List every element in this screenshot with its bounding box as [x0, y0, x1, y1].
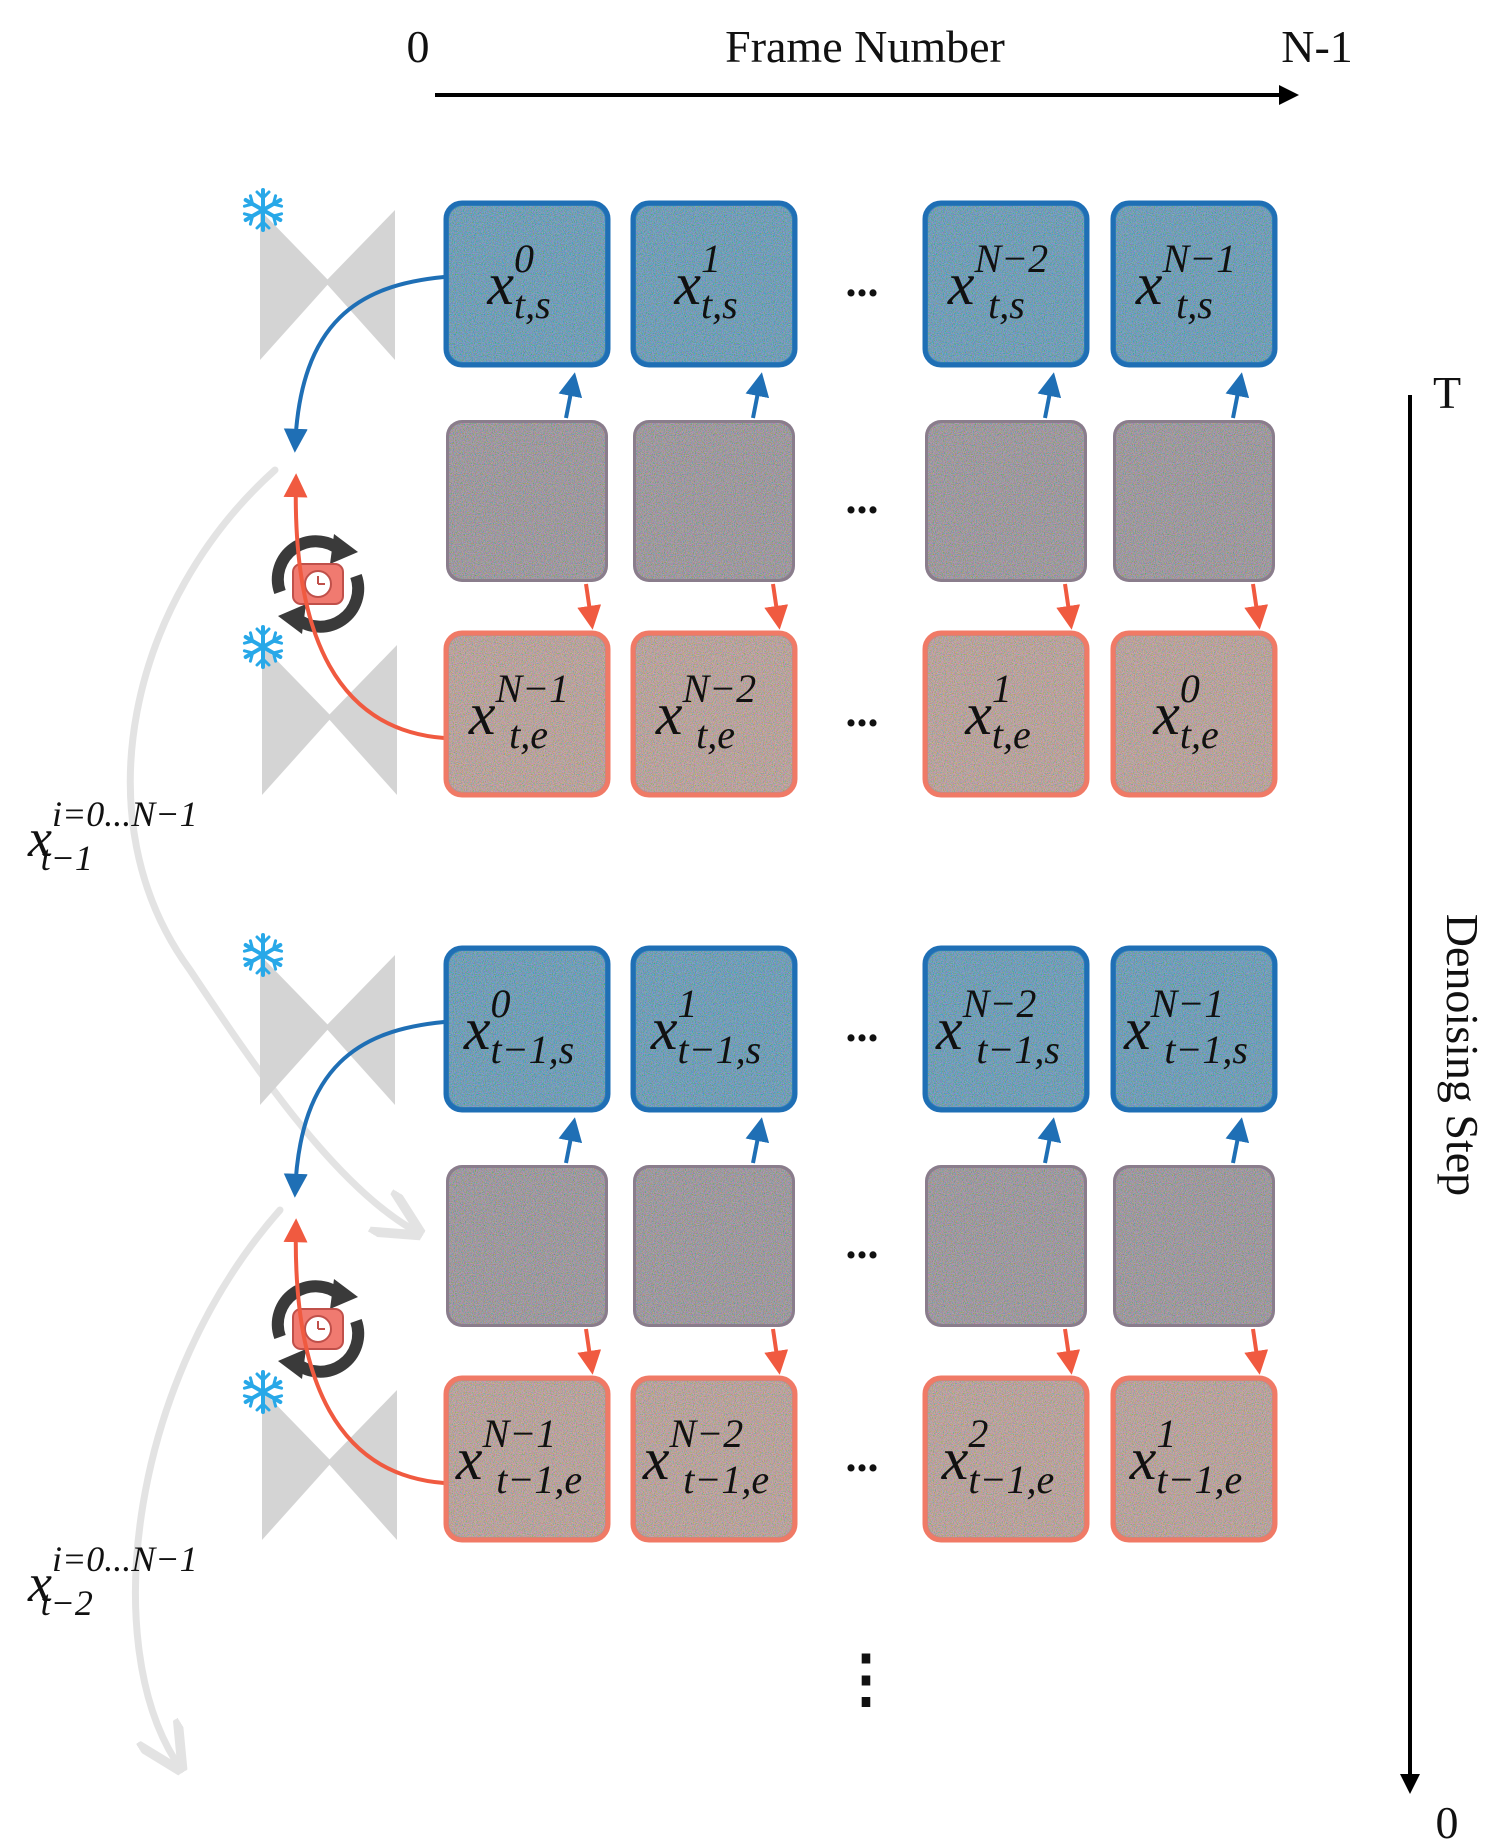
snowflake-icon-end-2: [242, 1370, 284, 1414]
unet-model-start-1: [260, 210, 395, 360]
row-ellipsis-1-2: ...: [846, 474, 879, 523]
clock-cycle-icon-1: [271, 534, 365, 634]
noise-to-start-arrow: [1037, 1117, 1062, 1164]
noise-to-start-arrow: [1225, 372, 1250, 419]
noise-tile-1-2: [633, 420, 795, 582]
noise-to-start-arrow: [1037, 372, 1062, 419]
noise-to-end-arrow: [764, 1328, 789, 1375]
noise-to-start-arrow: [1225, 1117, 1250, 1164]
noise-tile-1-3: [925, 420, 1087, 582]
flow-arrow-step2: [131, 1206, 284, 1760]
snowflake-icon-start-2: [242, 933, 284, 977]
unet-model-start-2: [260, 955, 395, 1105]
noise-to-end-arrow: [577, 583, 602, 630]
cross-step-flows: [126, 466, 410, 1760]
noise-tile-2-2: [633, 1165, 795, 1327]
noise-tile-2-1: [446, 1165, 608, 1327]
row-ellipsis-2-2: ...: [846, 1219, 879, 1268]
noise-to-end-arrow: [764, 583, 789, 630]
flow-arrow-step1: [126, 466, 410, 1228]
unet-model-end-1: [262, 645, 397, 795]
model-output-arrow-red-2: [283, 1218, 445, 1485]
step-axis-bottom: 0: [1436, 1797, 1459, 1846]
frame-axis-end: N-1: [1281, 21, 1353, 72]
frame-axis-start: 0: [407, 21, 430, 72]
noise-to-start-arrow: [745, 372, 770, 419]
step-axis-title: Denoising Step: [1437, 914, 1488, 1196]
step-axis-top: T: [1433, 367, 1461, 418]
snowflake-icon-start-1: [242, 188, 284, 232]
row-ellipsis-1-1: ...: [846, 257, 879, 306]
noise-to-end-arrow: [1056, 1328, 1081, 1375]
frame-axis-title: Frame Number: [725, 21, 1005, 72]
noise-tile-1-4: [1113, 420, 1275, 582]
noise-tile-1-1: [446, 420, 608, 582]
step-axis: T Denoising Step 0: [1400, 367, 1488, 1846]
model-output-arrow-red-1: [283, 473, 445, 740]
noise-to-end-arrow: [1244, 1328, 1269, 1375]
noise-to-start-arrow: [558, 372, 583, 419]
frame-axis: 0 Frame Number N-1: [407, 21, 1353, 105]
noise-tile-2-4: [1113, 1165, 1275, 1327]
noise-to-start-arrow: [745, 1117, 770, 1164]
noise-to-end-arrow: [1056, 583, 1081, 630]
row-ellipsis-1-3: ...: [846, 687, 879, 736]
more-steps-ellipsis: ⋮: [834, 1643, 898, 1714]
noise-to-start-arrow: [558, 1117, 583, 1164]
model-output-arrow-blue-1: [283, 275, 445, 453]
model-output-arrow-blue-2: [283, 1020, 445, 1198]
noise-to-end-arrow: [1244, 583, 1269, 630]
row-ellipsis-2-1: ...: [846, 1002, 879, 1051]
snowflake-icon-end-1: [242, 625, 284, 669]
clock-cycle-icon-2: [271, 1279, 365, 1379]
row-ellipsis-2-3: ...: [846, 1432, 879, 1481]
noise-tile-2-3: [925, 1165, 1087, 1327]
unet-model-end-2: [262, 1390, 397, 1540]
noise-to-end-arrow: [577, 1328, 602, 1375]
